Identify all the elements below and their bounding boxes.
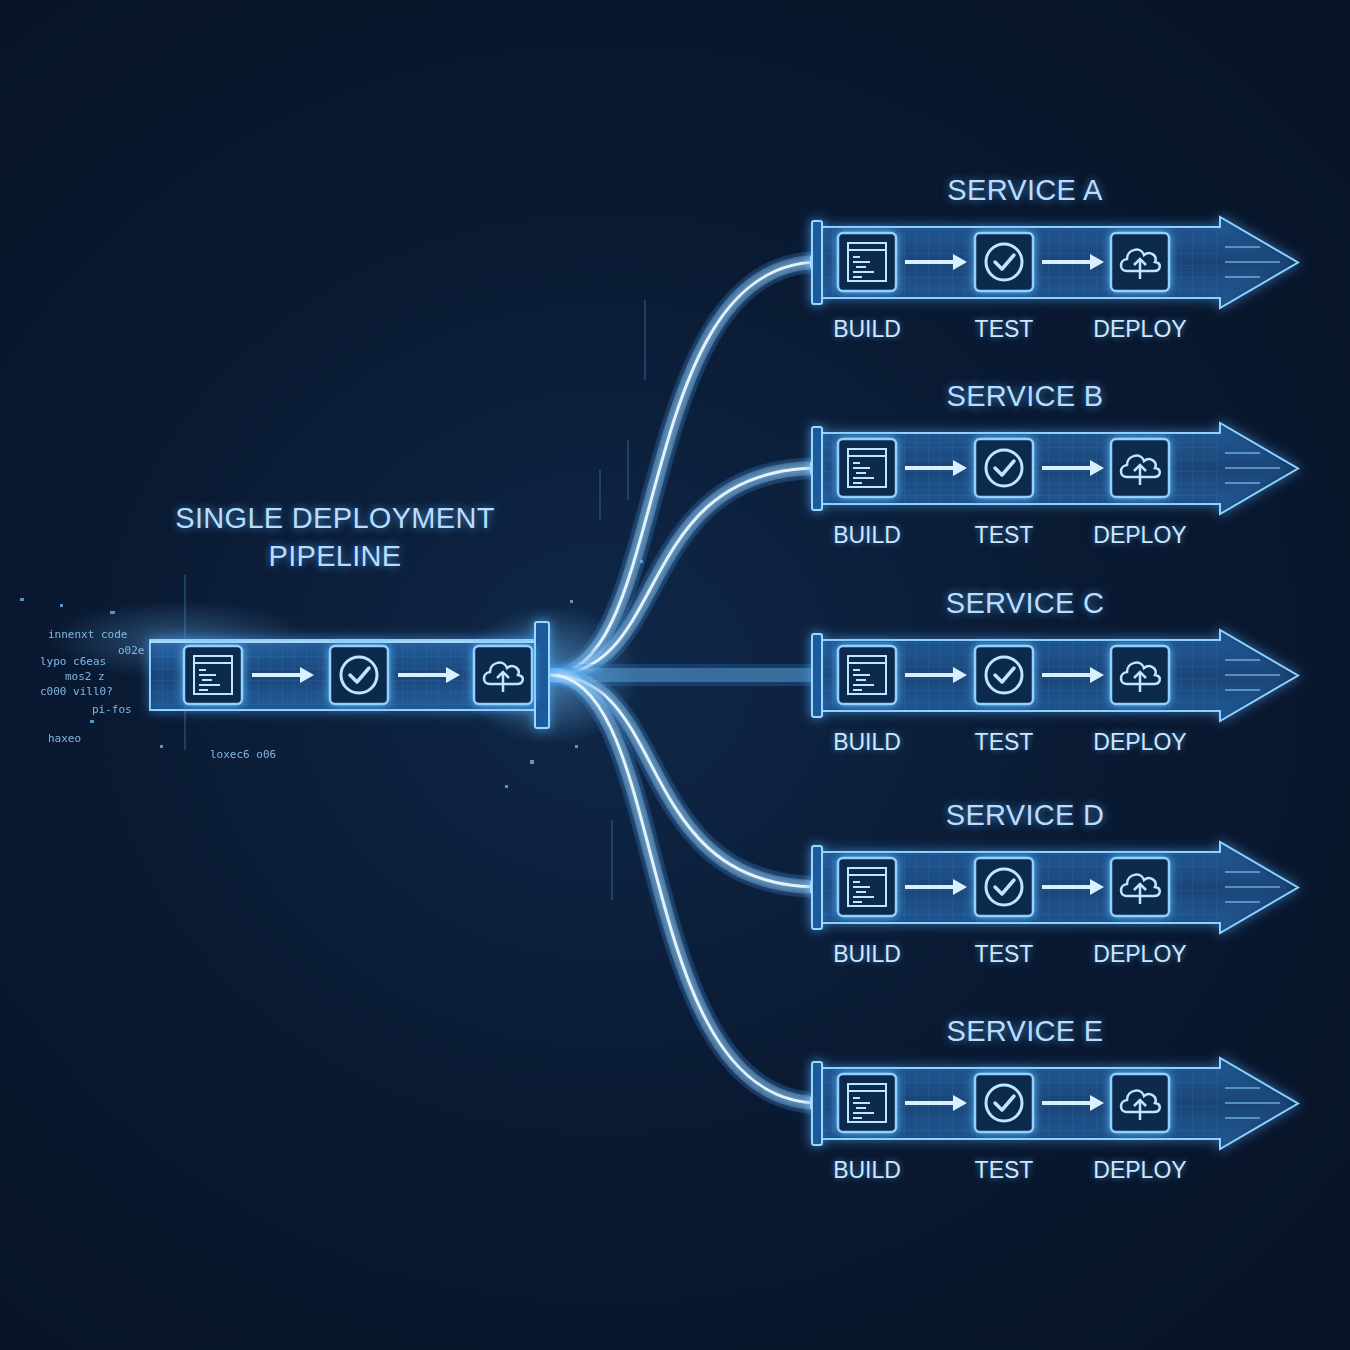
test-icon — [973, 856, 1035, 922]
deploy-icon — [1109, 644, 1171, 710]
deploy-icon — [1109, 856, 1171, 922]
pipe-tube — [550, 262, 820, 675]
particle-streaks — [185, 300, 645, 900]
step-label: DEPLOY — [1093, 729, 1186, 756]
code-fragment: haxeo — [48, 732, 81, 745]
step-label: DEPLOY — [1093, 941, 1186, 968]
pipe-wall — [550, 675, 820, 1103]
pipeline-title: SINGLE DEPLOYMENT PIPELINE — [160, 500, 510, 575]
test-icon — [328, 644, 390, 710]
service-pipe — [820, 217, 1300, 308]
service-title: SERVICE D — [820, 797, 1230, 835]
build-icon — [836, 1072, 898, 1138]
particle-dots — [20, 560, 643, 788]
service-title: SERVICE E — [820, 1013, 1230, 1051]
service-node: SERVICE C BUILD TEST DEPLOY — [820, 583, 1300, 768]
flow-line — [550, 262, 820, 675]
step-label: DEPLOY — [1093, 522, 1186, 549]
build-icon — [836, 644, 898, 710]
service-title: SERVICE C — [820, 585, 1230, 623]
test-icon — [973, 437, 1035, 503]
pipe-wall — [550, 468, 820, 675]
code-fragment: o02e — [118, 644, 145, 657]
service-node: SERVICE E BUILD TEST DEPLOY — [820, 1011, 1300, 1196]
code-fragment: lypo c6eas — [40, 655, 106, 668]
service-node: SERVICE B BUILD TEST DEPLOY — [820, 376, 1300, 561]
test-icon — [973, 1072, 1035, 1138]
flow-connector — [550, 262, 820, 675]
flow-line — [550, 468, 820, 675]
service-pipe — [820, 1058, 1300, 1149]
step-label: BUILD — [833, 729, 901, 756]
pipe-tube — [550, 468, 820, 675]
build-icon — [836, 856, 898, 922]
flow-connector — [550, 675, 820, 1103]
step-label: DEPLOY — [1093, 316, 1186, 343]
build-icon — [836, 437, 898, 503]
service-title: SERVICE B — [820, 378, 1230, 416]
step-label: BUILD — [833, 316, 901, 343]
step-label: TEST — [975, 941, 1034, 968]
code-fragment: pi-fos — [92, 703, 132, 716]
test-icon — [973, 644, 1035, 710]
flow-line — [550, 675, 820, 1103]
step-label: TEST — [975, 316, 1034, 343]
code-fragment: mos2 z — [65, 670, 105, 683]
test-icon — [973, 231, 1035, 297]
service-pipe — [820, 423, 1300, 514]
step-label: TEST — [975, 729, 1034, 756]
service-node: SERVICE A BUILD TEST DEPLOY — [820, 170, 1300, 355]
pipe-wall — [550, 262, 820, 675]
deploy-icon — [1109, 231, 1171, 297]
main-pipe — [150, 620, 550, 730]
step-label: DEPLOY — [1093, 1157, 1186, 1184]
deploy-icon — [1109, 1072, 1171, 1138]
pipe-tube — [550, 675, 820, 1103]
step-label: TEST — [975, 522, 1034, 549]
code-fragment: loxec6 o06 — [210, 748, 276, 761]
code-fragment: c000 vill0? — [40, 685, 113, 698]
flow-connector — [550, 468, 820, 675]
deploy-icon — [1109, 437, 1171, 503]
service-node: SERVICE D BUILD TEST DEPLOY — [820, 795, 1300, 980]
build-icon — [836, 231, 898, 297]
step-label: BUILD — [833, 1157, 901, 1184]
step-label: BUILD — [833, 522, 901, 549]
step-label: BUILD — [833, 941, 901, 968]
service-pipe — [820, 630, 1300, 721]
service-title: SERVICE A — [820, 172, 1230, 210]
code-fragment: innenxt code — [48, 628, 127, 641]
build-icon — [182, 644, 244, 710]
step-label: TEST — [975, 1157, 1034, 1184]
service-pipe — [820, 842, 1300, 933]
deploy-icon — [472, 644, 534, 710]
pipeline-node: SINGLE DEPLOYMENT PIPELINE — [150, 500, 550, 735]
